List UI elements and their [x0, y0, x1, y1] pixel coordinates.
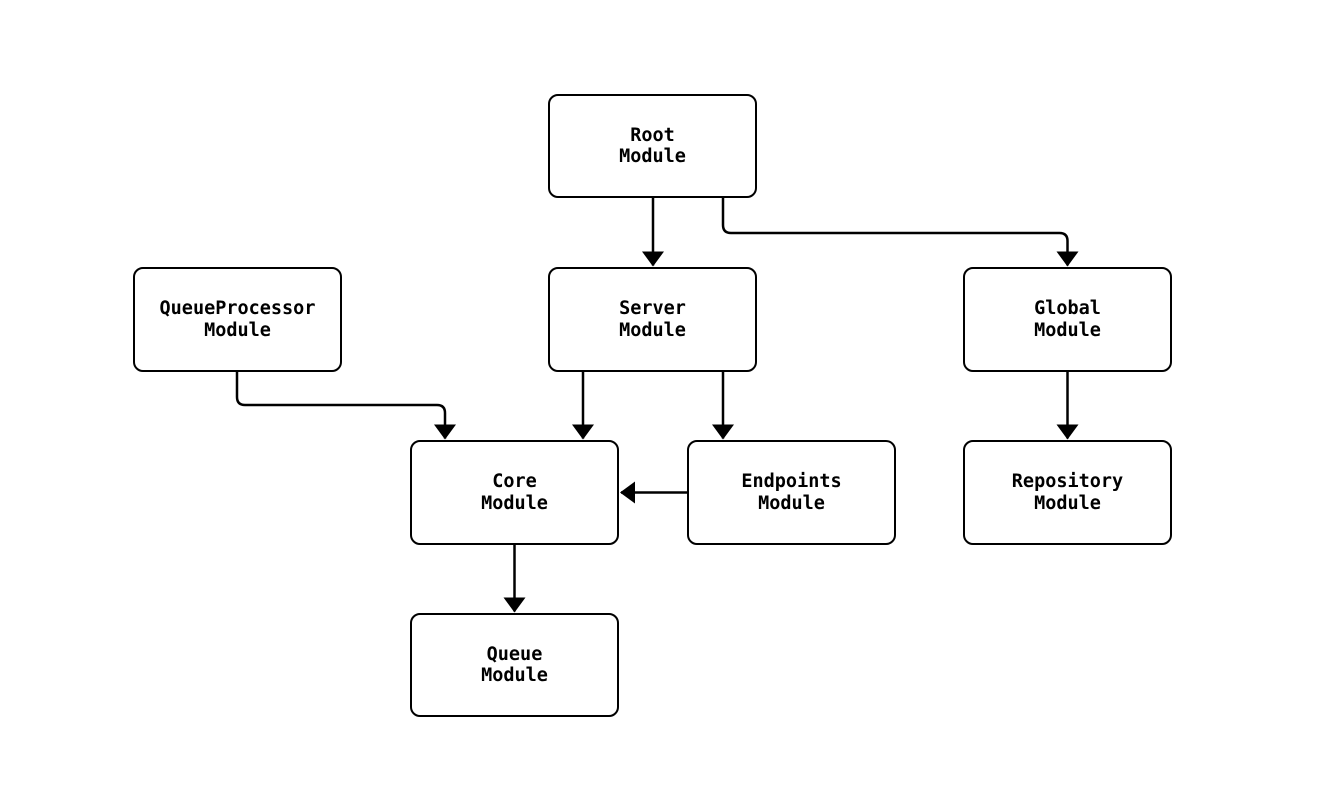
node-queueprocessor-module-label: QueueProcessor Module	[159, 298, 316, 341]
node-endpoints-module: Endpoints Module	[687, 440, 896, 545]
node-global-module-label: Global Module	[1034, 298, 1101, 341]
node-repository-module: Repository Module	[963, 440, 1172, 545]
node-repository-module-label: Repository Module	[1011, 471, 1124, 514]
node-server-module: Server Module	[548, 267, 757, 372]
node-global-module: Global Module	[963, 267, 1172, 372]
edge-queueprocessor-to-core	[235, 372, 456, 440]
node-server-module-label: Server Module	[619, 298, 686, 341]
node-endpoints-module-label: Endpoints Module	[741, 471, 842, 514]
node-root-module-label: Root Module	[619, 124, 686, 168]
node-core-module-label: Core Module	[481, 471, 548, 514]
node-queue-module-label: Queue Module	[481, 643, 548, 687]
node-root-module: Root Module	[548, 94, 757, 198]
node-core-module: Core Module	[410, 440, 619, 545]
node-queueprocessor-module: QueueProcessor Module	[133, 267, 342, 372]
edge-root-to-global	[721, 198, 1079, 267]
node-queue-module: Queue Module	[410, 613, 619, 717]
